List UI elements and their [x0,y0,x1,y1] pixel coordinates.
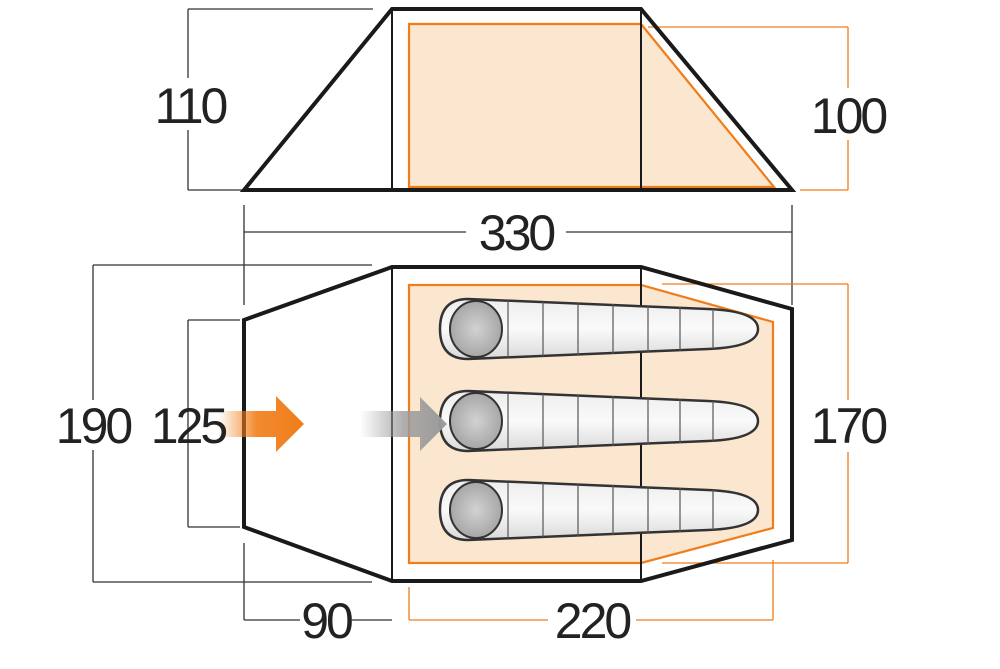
total-length-label-bg [466,205,566,257]
side-view: 110 100 [150,7,893,192]
side-inner-tent [407,22,777,189]
inner-entry-arrow-icon [360,397,447,451]
width-total-label: 190 [56,398,132,454]
height-left-label-bg [150,78,236,130]
sleeping-bag-1 [438,297,760,361]
width-inner-label: 170 [811,398,887,454]
total-length-dimension: 330 [243,205,793,305]
sleeping-bag-3 [438,478,760,542]
height-inner-label: 100 [811,88,887,144]
width-porch-label: 125 [151,398,227,454]
inner-length-label: 220 [555,593,631,649]
width-total-label-bg [44,400,140,450]
width-inner-label-bg [803,400,893,452]
sleeping-bag-2 [438,389,760,453]
sleeping-bags [438,297,760,542]
porch-length-label: 90 [301,593,352,649]
height-left-label: 110 [155,78,227,134]
width-porch-dimension-lines [187,319,240,528]
floor-plan: 190 125 170 [44,264,893,583]
height-inner-label-bg [803,88,893,140]
plan-flysheet-outline [242,265,794,583]
bottom-length-dimensions: 90 220 [243,543,774,649]
porch-entry-arrow-icon [218,396,304,452]
total-length-label: 330 [479,205,555,261]
